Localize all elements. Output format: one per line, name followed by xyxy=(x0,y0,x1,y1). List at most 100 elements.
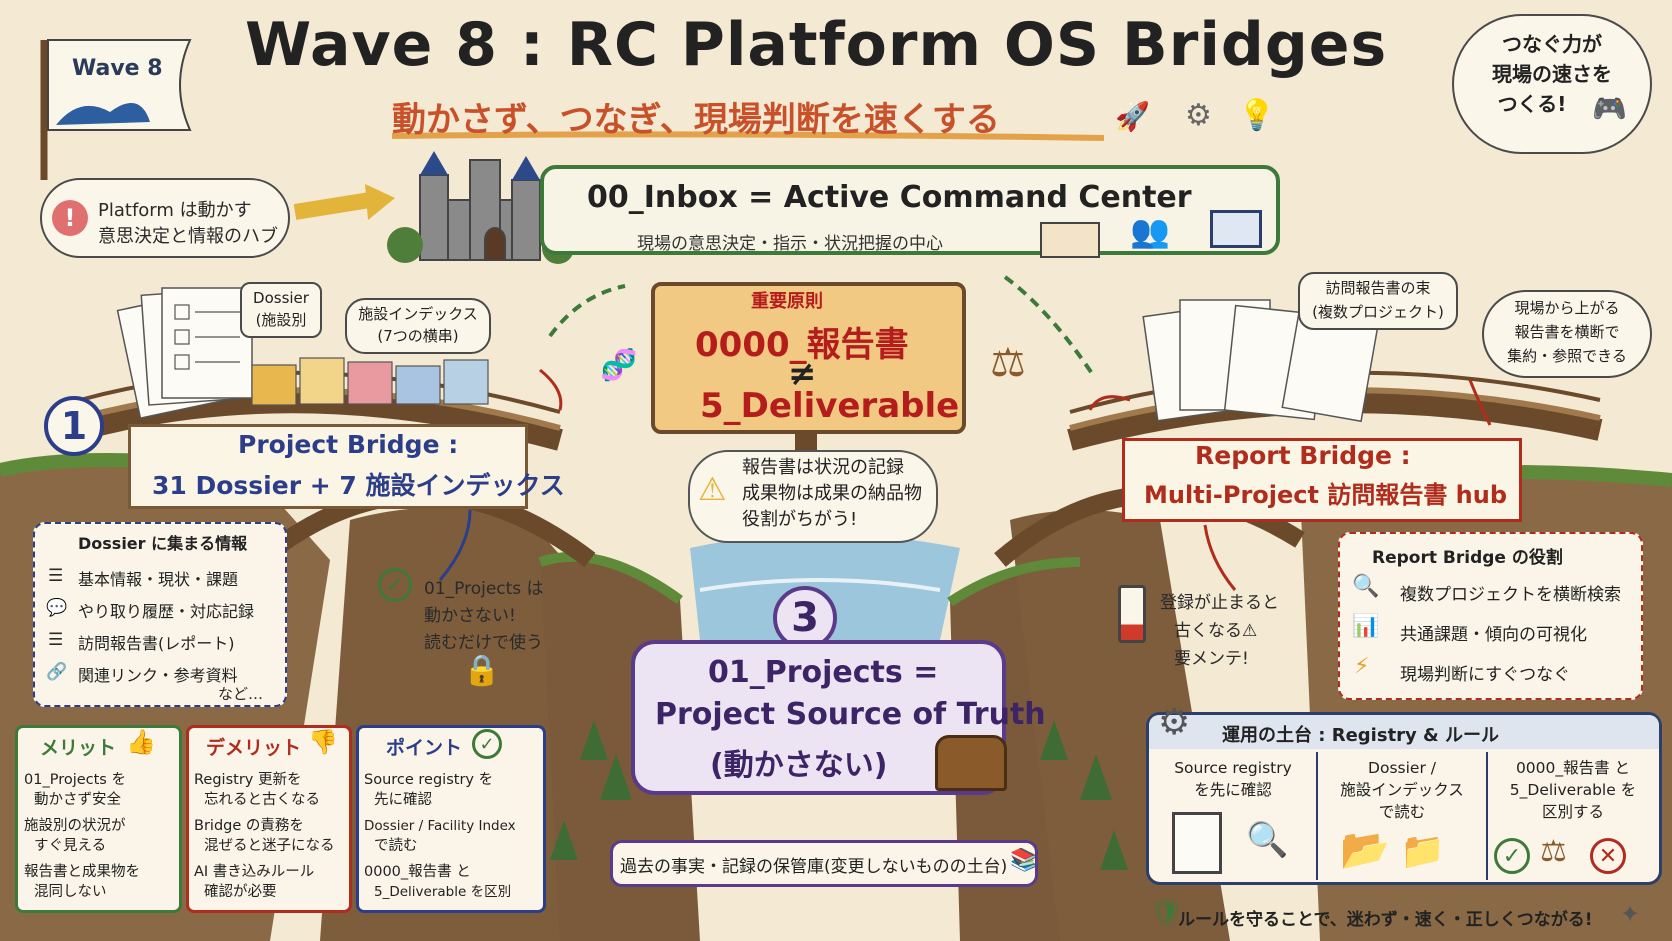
demerits-card xyxy=(186,725,352,913)
scale-icon: ⚖ xyxy=(1540,834,1567,869)
maintenance-note-line: 登録が止まると xyxy=(1160,593,1279,613)
operations-header-bar xyxy=(1149,715,1659,749)
document-icon: ☰ xyxy=(48,566,64,586)
dossier-info-item: 基本情報・現状・課題 xyxy=(78,570,239,589)
merit-item: すぐ見える xyxy=(34,838,107,854)
bundle-tag-line: 訪問報告書の束 xyxy=(1325,279,1431,297)
report-side-note xyxy=(1482,290,1652,378)
point-item: で読む xyxy=(374,838,418,854)
step-number-1: 1 xyxy=(44,396,104,456)
demerit-item: Registry 更新を xyxy=(194,772,302,788)
bar-chart-icon: 📊 xyxy=(1352,614,1380,639)
source-of-truth-line3: (動かさない) xyxy=(710,748,888,783)
source-of-truth-line2: Project Source of Truth xyxy=(655,697,1046,732)
report-side-note-line: 現場から上がる xyxy=(1514,299,1620,317)
dossier-info-heading: Dossier に集まる情報 xyxy=(78,534,248,553)
thumbs-up-icon: 👍 xyxy=(126,728,156,756)
report-role-panel xyxy=(1338,532,1643,700)
merit-item: 01_Projects を xyxy=(24,772,126,788)
operations-column-text: で読む xyxy=(1378,803,1426,821)
dossier-info-item: 訪問報告書(レポート) xyxy=(78,634,235,653)
check-circle-icon: ✓ xyxy=(1494,838,1530,874)
hub-note-line: Platform は動かす xyxy=(98,200,252,221)
gear-icon: ⚙ xyxy=(1158,702,1191,743)
bundle-tag xyxy=(1298,272,1458,330)
castle-icon xyxy=(419,159,541,261)
battery-low-icon xyxy=(1118,585,1146,643)
archive-note-box xyxy=(610,840,1038,887)
search-icon: 🔍 xyxy=(1352,574,1380,599)
warning-icon: ⚠ xyxy=(698,470,727,508)
project-bridge-title: Project Bridge : xyxy=(238,430,459,459)
dossier-info-etc: など… xyxy=(218,685,264,703)
points-card xyxy=(356,725,546,913)
point-item: Source registry を xyxy=(364,772,494,788)
report-bridge-title: Report Bridge : xyxy=(1195,441,1411,470)
merit-item: 混同しない xyxy=(34,884,107,900)
command-center-box xyxy=(540,165,1280,255)
corner-bubble-line: つなぐ力が xyxy=(1502,32,1602,56)
operations-column-text: Source registry xyxy=(1174,759,1292,777)
dossier-info-panel xyxy=(33,522,287,707)
operations-column-text: 5_Deliverable を xyxy=(1509,781,1637,799)
principle-sign xyxy=(651,282,966,434)
index-tag-line: (7つの横串) xyxy=(377,327,459,345)
operations-column-text: を先に確認 xyxy=(1194,781,1272,799)
dossier-tag-line: Dossier xyxy=(253,289,309,307)
principle-heading: 重要原則 xyxy=(751,291,823,312)
merit-item: 報告書と成果物を xyxy=(24,864,140,880)
corner-bubble-line: つくる! xyxy=(1497,92,1567,116)
sparkle-icon: ✦ xyxy=(1620,900,1641,928)
scale-icon: ⚖ xyxy=(990,340,1026,386)
wave-flag-icon xyxy=(40,39,192,180)
mail-icon xyxy=(1040,222,1100,258)
thumbs-down-icon: 👎 xyxy=(308,728,338,756)
hub-note-line: 意思決定と情報のハブ xyxy=(98,226,278,247)
check-icon: ✓ xyxy=(378,568,412,602)
page-subtitle: 動かさず、つなぎ、現場判断を速くする xyxy=(392,100,1000,140)
readonly-note-line: 読むだけで使う xyxy=(424,633,543,653)
column-divider xyxy=(1486,752,1488,880)
readonly-note-line: 動かさない! xyxy=(424,606,516,626)
source-of-truth-line1: 01_Projects = xyxy=(708,655,939,690)
check-circle-icon: ✓ xyxy=(472,729,502,759)
gear-icon: ⚙ xyxy=(1185,98,1212,133)
report-bridge-subtitle: Multi-Project 訪問報告書 hub xyxy=(1144,481,1508,509)
folder-icon: 📁 xyxy=(1400,831,1445,872)
operations-column-text: Dossier / xyxy=(1368,759,1436,777)
lightbulb-icon: 💡 xyxy=(1238,98,1276,133)
merits-heading: メリット xyxy=(40,737,117,759)
bundle-tag-line: (複数プロジェクト) xyxy=(1312,303,1444,321)
demerit-item: AI 書き込みルール xyxy=(194,864,315,880)
corner-bubble-line: 現場の速さを xyxy=(1492,62,1612,86)
maintenance-note-line: 古くなる⚠ xyxy=(1174,621,1258,641)
archive-note: 過去の事実・記録の保管庫(変更しないものの土台) xyxy=(620,857,1008,877)
operations-column-text: 区別する xyxy=(1541,803,1604,821)
readonly-note-line: 01_Projects は xyxy=(424,579,544,599)
people-icon: 👥 xyxy=(1130,212,1170,250)
demerits-heading: デメリット xyxy=(206,737,302,759)
demerit-item: Bridge の責務を xyxy=(194,818,304,834)
merit-item: 施設別の状況が xyxy=(24,818,126,834)
principle-line2: 5_Deliverable xyxy=(700,386,960,426)
gamepad-icon: 🎮 xyxy=(1592,92,1627,125)
principle-warning-line: 成果物は成果の納品物 xyxy=(742,483,922,504)
demerit-item: 混ぜると迷子になる xyxy=(204,838,335,854)
report-bridge-banner xyxy=(1122,438,1522,522)
merits-card xyxy=(15,725,182,913)
chart-monitor-icon xyxy=(1210,210,1262,248)
clipboard-icon xyxy=(1172,812,1222,874)
shield-icon: 🛡 xyxy=(1150,898,1184,928)
operations-column-text: 施設インデックス xyxy=(1340,781,1464,799)
report-role-item: 複数プロジェクトを横断検索 xyxy=(1400,585,1621,605)
report-role-item: 現場判断にすぐつなぐ xyxy=(1400,665,1571,685)
project-bridge-subtitle: 31 Dossier + 7 施設インデックス xyxy=(152,471,565,500)
cross-circle-icon: ✕ xyxy=(1590,838,1626,874)
link-icon: 🔗 xyxy=(46,662,68,682)
operations-footer: ルールを守ることで、迷わず・速く・正しくつながる! xyxy=(1178,910,1593,930)
point-item: Dossier / Facility Index xyxy=(364,818,516,834)
rocket-icon: 🚀 xyxy=(1115,100,1150,133)
report-side-note-line: 報告書を横断で xyxy=(1514,323,1620,341)
dossier-info-item: 関連リンク・参考資料 xyxy=(78,666,238,685)
index-tag xyxy=(345,298,491,354)
